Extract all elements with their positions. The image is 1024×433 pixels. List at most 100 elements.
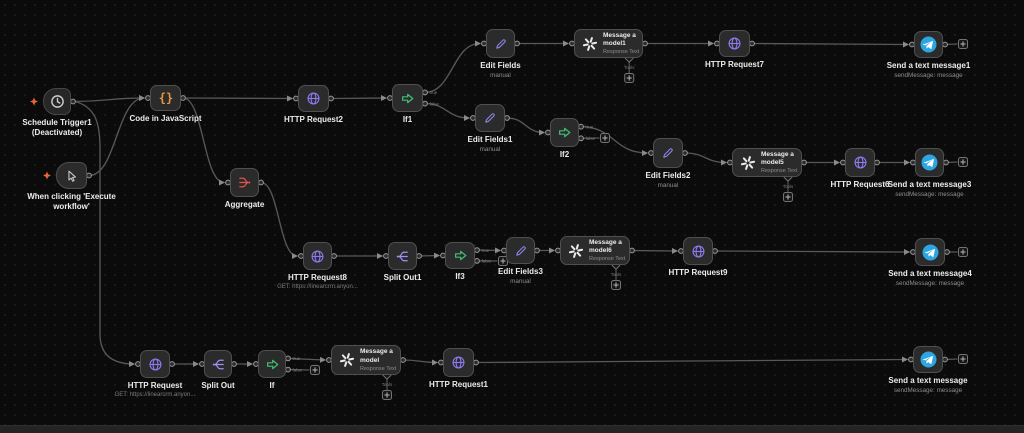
node-label: Schedule Trigger1(Deactivated) [0,118,117,139]
node-subtitle: manual [510,278,531,286]
node-http-request6[interactable] [845,148,875,177]
node-edit-fields[interactable] [486,29,515,58]
connection-edge[interactable] [182,97,225,186]
node-http-request[interactable] [140,350,170,378]
connection-edge[interactable] [580,126,648,156]
connection-edge[interactable] [424,102,470,121]
node-title: Edit Fields3 [498,267,543,276]
node-send-a-text-message1[interactable] [914,31,943,58]
connection-edge[interactable] [402,359,438,366]
node-when-clicking-execute-workflow[interactable] [56,162,87,189]
connection-edge[interactable] [751,41,909,48]
connection-edge[interactable] [72,95,145,103]
aggregate-icon [237,175,252,190]
node-label: Split Out1 [343,273,463,283]
node-title: Message a model6 [589,238,622,254]
connection-edge[interactable] [330,95,387,102]
add-node-button[interactable] [600,133,610,143]
add-node-button[interactable] [498,256,508,266]
if-icon [557,125,572,140]
node-schedule-trigger1[interactable] [43,88,71,115]
connection-edge[interactable] [182,95,293,102]
connection-edge[interactable] [72,100,135,367]
node-title: Edit Fields [480,61,521,70]
node-if1[interactable] [392,84,423,112]
node-code-in-javascript[interactable]: {} [150,85,181,111]
pencil-icon [514,244,528,258]
tools-label: Tools [611,272,622,277]
globe-icon [691,244,706,259]
add-node-button[interactable] [958,247,968,257]
connection-edge[interactable] [475,356,908,364]
node-label: If1 [348,115,468,125]
telegram-icon [922,244,939,261]
node-http-request2[interactable] [298,85,329,112]
connection-edge[interactable] [260,181,298,259]
node-subtitle: manual [490,72,511,80]
if-icon [453,248,468,263]
node-split-out[interactable] [204,350,232,378]
connection-edge[interactable] [88,95,145,177]
openai-icon [568,243,584,259]
connection-edge[interactable] [418,252,440,259]
connection-edge[interactable] [684,152,727,166]
node-if2[interactable] [550,118,579,147]
node-http-request9[interactable] [683,237,713,265]
node-http-request8[interactable] [303,242,332,270]
node-label: Aggregate [185,200,305,210]
node-subtitle: sendMessage: message [893,387,963,395]
svg-text:{}: {} [158,91,172,105]
node-http-request7[interactable] [719,30,750,57]
node-edit-fields2[interactable] [653,138,683,168]
connection-edge[interactable] [714,248,910,255]
node-subtitle: GET: https://linearcrm.anyon... [277,284,358,291]
node-title: HTTP Request7 [705,60,764,69]
node-http-request1[interactable] [443,348,474,377]
add-tool-button[interactable] [611,280,621,290]
connection-edge[interactable] [631,247,678,254]
if-icon [400,91,415,106]
add-node-button[interactable] [958,354,968,364]
node-send-a-text-message[interactable] [913,346,943,373]
telegram-icon [921,154,938,171]
add-tool-button[interactable] [382,390,392,400]
node-title: Send a text message [888,376,968,385]
node-subtitle: sendMessage: message [895,280,965,288]
node-label: HTTP Request1 [399,380,519,390]
add-node-button[interactable] [958,39,968,49]
node-title: Message a model1 [603,31,636,47]
add-tool-button[interactable] [783,192,793,202]
node-send-a-text-message3[interactable] [915,148,944,177]
add-tool-button[interactable] [624,73,635,83]
connection-edge[interactable] [424,40,481,94]
branch-label-false: false [482,259,492,264]
node-if-node[interactable] [258,350,286,378]
node-split-out1[interactable] [388,242,417,270]
node-title: Send a text message1 [886,61,971,70]
add-node-button[interactable] [310,365,320,375]
node-label: Send a text message sendMessage: message [868,376,988,394]
node-send-a-text-message4[interactable] [915,238,945,266]
add-node-button[interactable] [958,157,968,167]
node-edit-fields3[interactable] [506,237,535,264]
node-edit-fields1[interactable] [475,104,505,132]
node-aggregate[interactable] [230,168,259,197]
branch-label-false: false [293,367,303,372]
node-subtitle: GET: https://linearcrm.anyon... [114,392,196,399]
node-if3[interactable] [445,242,475,269]
node-title: If1 [402,115,413,124]
connection-edge[interactable] [287,356,326,363]
connection-edge[interactable] [506,117,545,136]
node-title: HTTP Request1 [429,380,488,389]
node-title: HTTP Request6 [830,180,890,189]
